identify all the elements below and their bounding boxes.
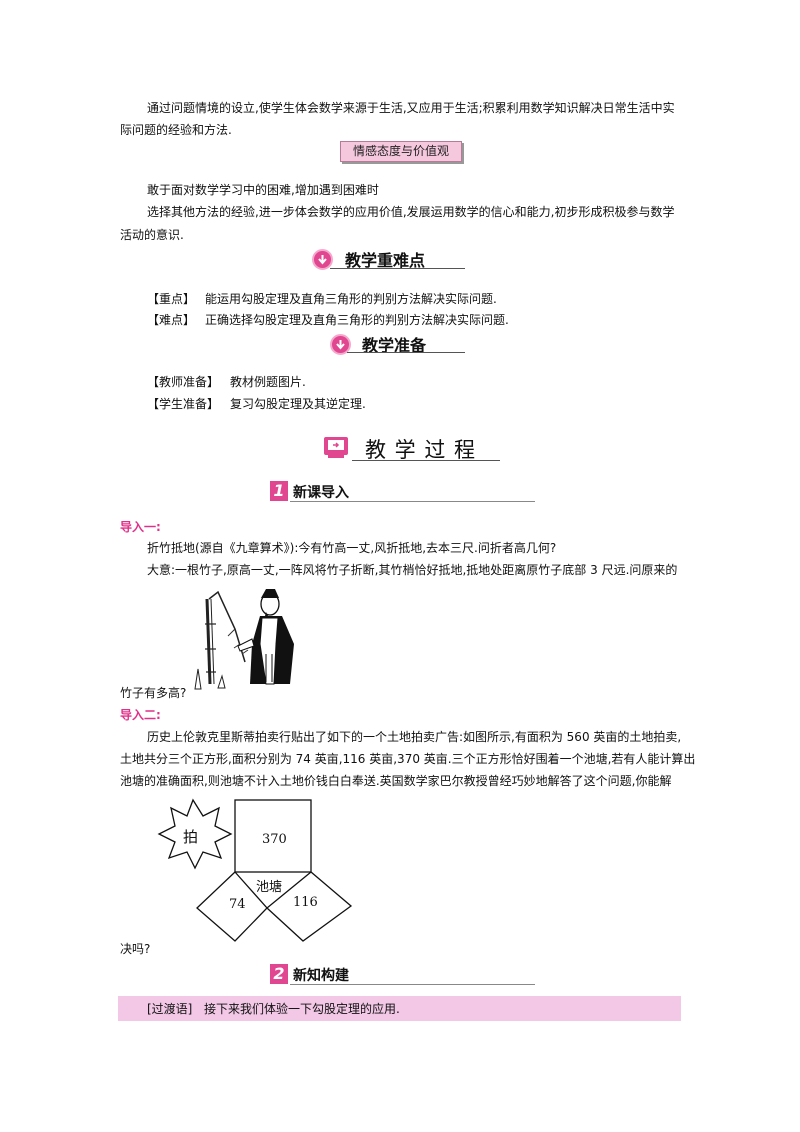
section-2-number: 2: [270, 964, 288, 984]
focus-diff-label: 【难点】: [147, 313, 196, 327]
burst-shape: [157, 798, 233, 870]
burst-label: 拍: [183, 828, 199, 846]
square-right-label: 116: [293, 895, 318, 910]
heading-process: 教 学 过 程: [365, 438, 477, 462]
heading-process-underline: [352, 460, 500, 461]
intro-2-line-1: 历史上伦敦克里斯蒂拍卖行贴出了如下的一个土地拍卖广告:如图所示,有面积为 560…: [147, 730, 682, 744]
section-1-title: 新课导入: [293, 485, 349, 501]
prep-student-label: 【学生准备】: [147, 397, 220, 411]
section-1-underline: [290, 501, 535, 502]
focus-diff-text: 正确选择勾股定理及直角三角形的判别方法解决实际问题.: [205, 313, 509, 327]
section-1-number: 1: [270, 481, 288, 501]
attitude-para-line-1: 敢于面对数学学习中的困难,增加遇到困难时: [147, 183, 379, 197]
square-top-label: 370: [262, 832, 287, 847]
pond-label: 池塘: [256, 880, 283, 895]
bamboo-scholar-illustration: [194, 589, 294, 690]
focus-key-label: 【重点】: [147, 292, 196, 306]
square-left-label: 74: [229, 897, 246, 912]
monitor-icon: [324, 437, 348, 455]
prep-teacher-text: 教材例题图片.: [230, 375, 306, 389]
monitor-stand: [328, 455, 344, 458]
prep-student-text: 复习勾股定理及其逆定理.: [230, 397, 366, 411]
land-auction-figure: [157, 798, 353, 942]
attitude-tag: 情感态度与价值观: [340, 141, 462, 162]
intro-1-line-3: 竹子有多高?: [120, 686, 187, 700]
intro-1-line-2: 大意:一根竹子,原高一丈,一阵风将竹子折断,其竹梢恰好抵地,抵地处距离原竹子底部…: [147, 563, 678, 577]
square-370: [234, 799, 312, 873]
intro-2-label: 导入二:: [120, 708, 161, 722]
attitude-para-line-3: 活动的意识.: [120, 228, 184, 242]
intro-1-label: 导入一:: [120, 520, 161, 534]
heading-prep-underline: [347, 352, 465, 353]
attitude-para-line-2: 选择其他方法的经验,进一步体会数学的应用价值,发展运用数学的信心和能力,初步形成…: [147, 205, 675, 219]
focus-key-text: 能运用勾股定理及直角三角形的判别方法解决实际问题.: [205, 292, 497, 306]
intro-2-line-4: 决吗?: [120, 942, 151, 956]
down-arrow-icon: [312, 249, 333, 270]
down-arrow-icon: [330, 334, 351, 355]
square-74: [196, 871, 268, 942]
intro-para-line-2: 际问题的经验和方法.: [120, 123, 232, 137]
intro-para-line-1: 通过问题情境的设立,使学生体会数学来源于生活,又应用于生活;积累利用数学知识解决…: [147, 101, 675, 115]
heading-prep: 教学准备: [362, 336, 427, 355]
section-2-underline: [290, 984, 535, 985]
square-116: [266, 871, 353, 942]
heading-focus: 教学重难点: [345, 251, 426, 270]
transition-text: 接下来我们体验一下勾股定理的应用.: [204, 1002, 400, 1016]
transition-label: [过渡语]: [147, 1002, 193, 1016]
section-2-title: 新知构建: [293, 968, 349, 984]
intro-2-line-2: 土地共分三个正方形,面积分别为 74 英亩,116 英亩,370 英亩.三个正方…: [120, 752, 696, 766]
intro-2-line-3: 池塘的准确面积,则池塘不计入土地价钱白白奉送.英国数学家巴尔教授曾经巧妙地解答了…: [120, 774, 672, 788]
prep-teacher-label: 【教师准备】: [147, 375, 220, 389]
transition-highlight: [118, 996, 681, 1021]
heading-focus-underline: [330, 268, 465, 269]
intro-1-line-1: 折竹抵地(源自《九章算术》):今有竹高一丈,风折抵地,去本三尺.问折者高几何?: [147, 541, 557, 555]
